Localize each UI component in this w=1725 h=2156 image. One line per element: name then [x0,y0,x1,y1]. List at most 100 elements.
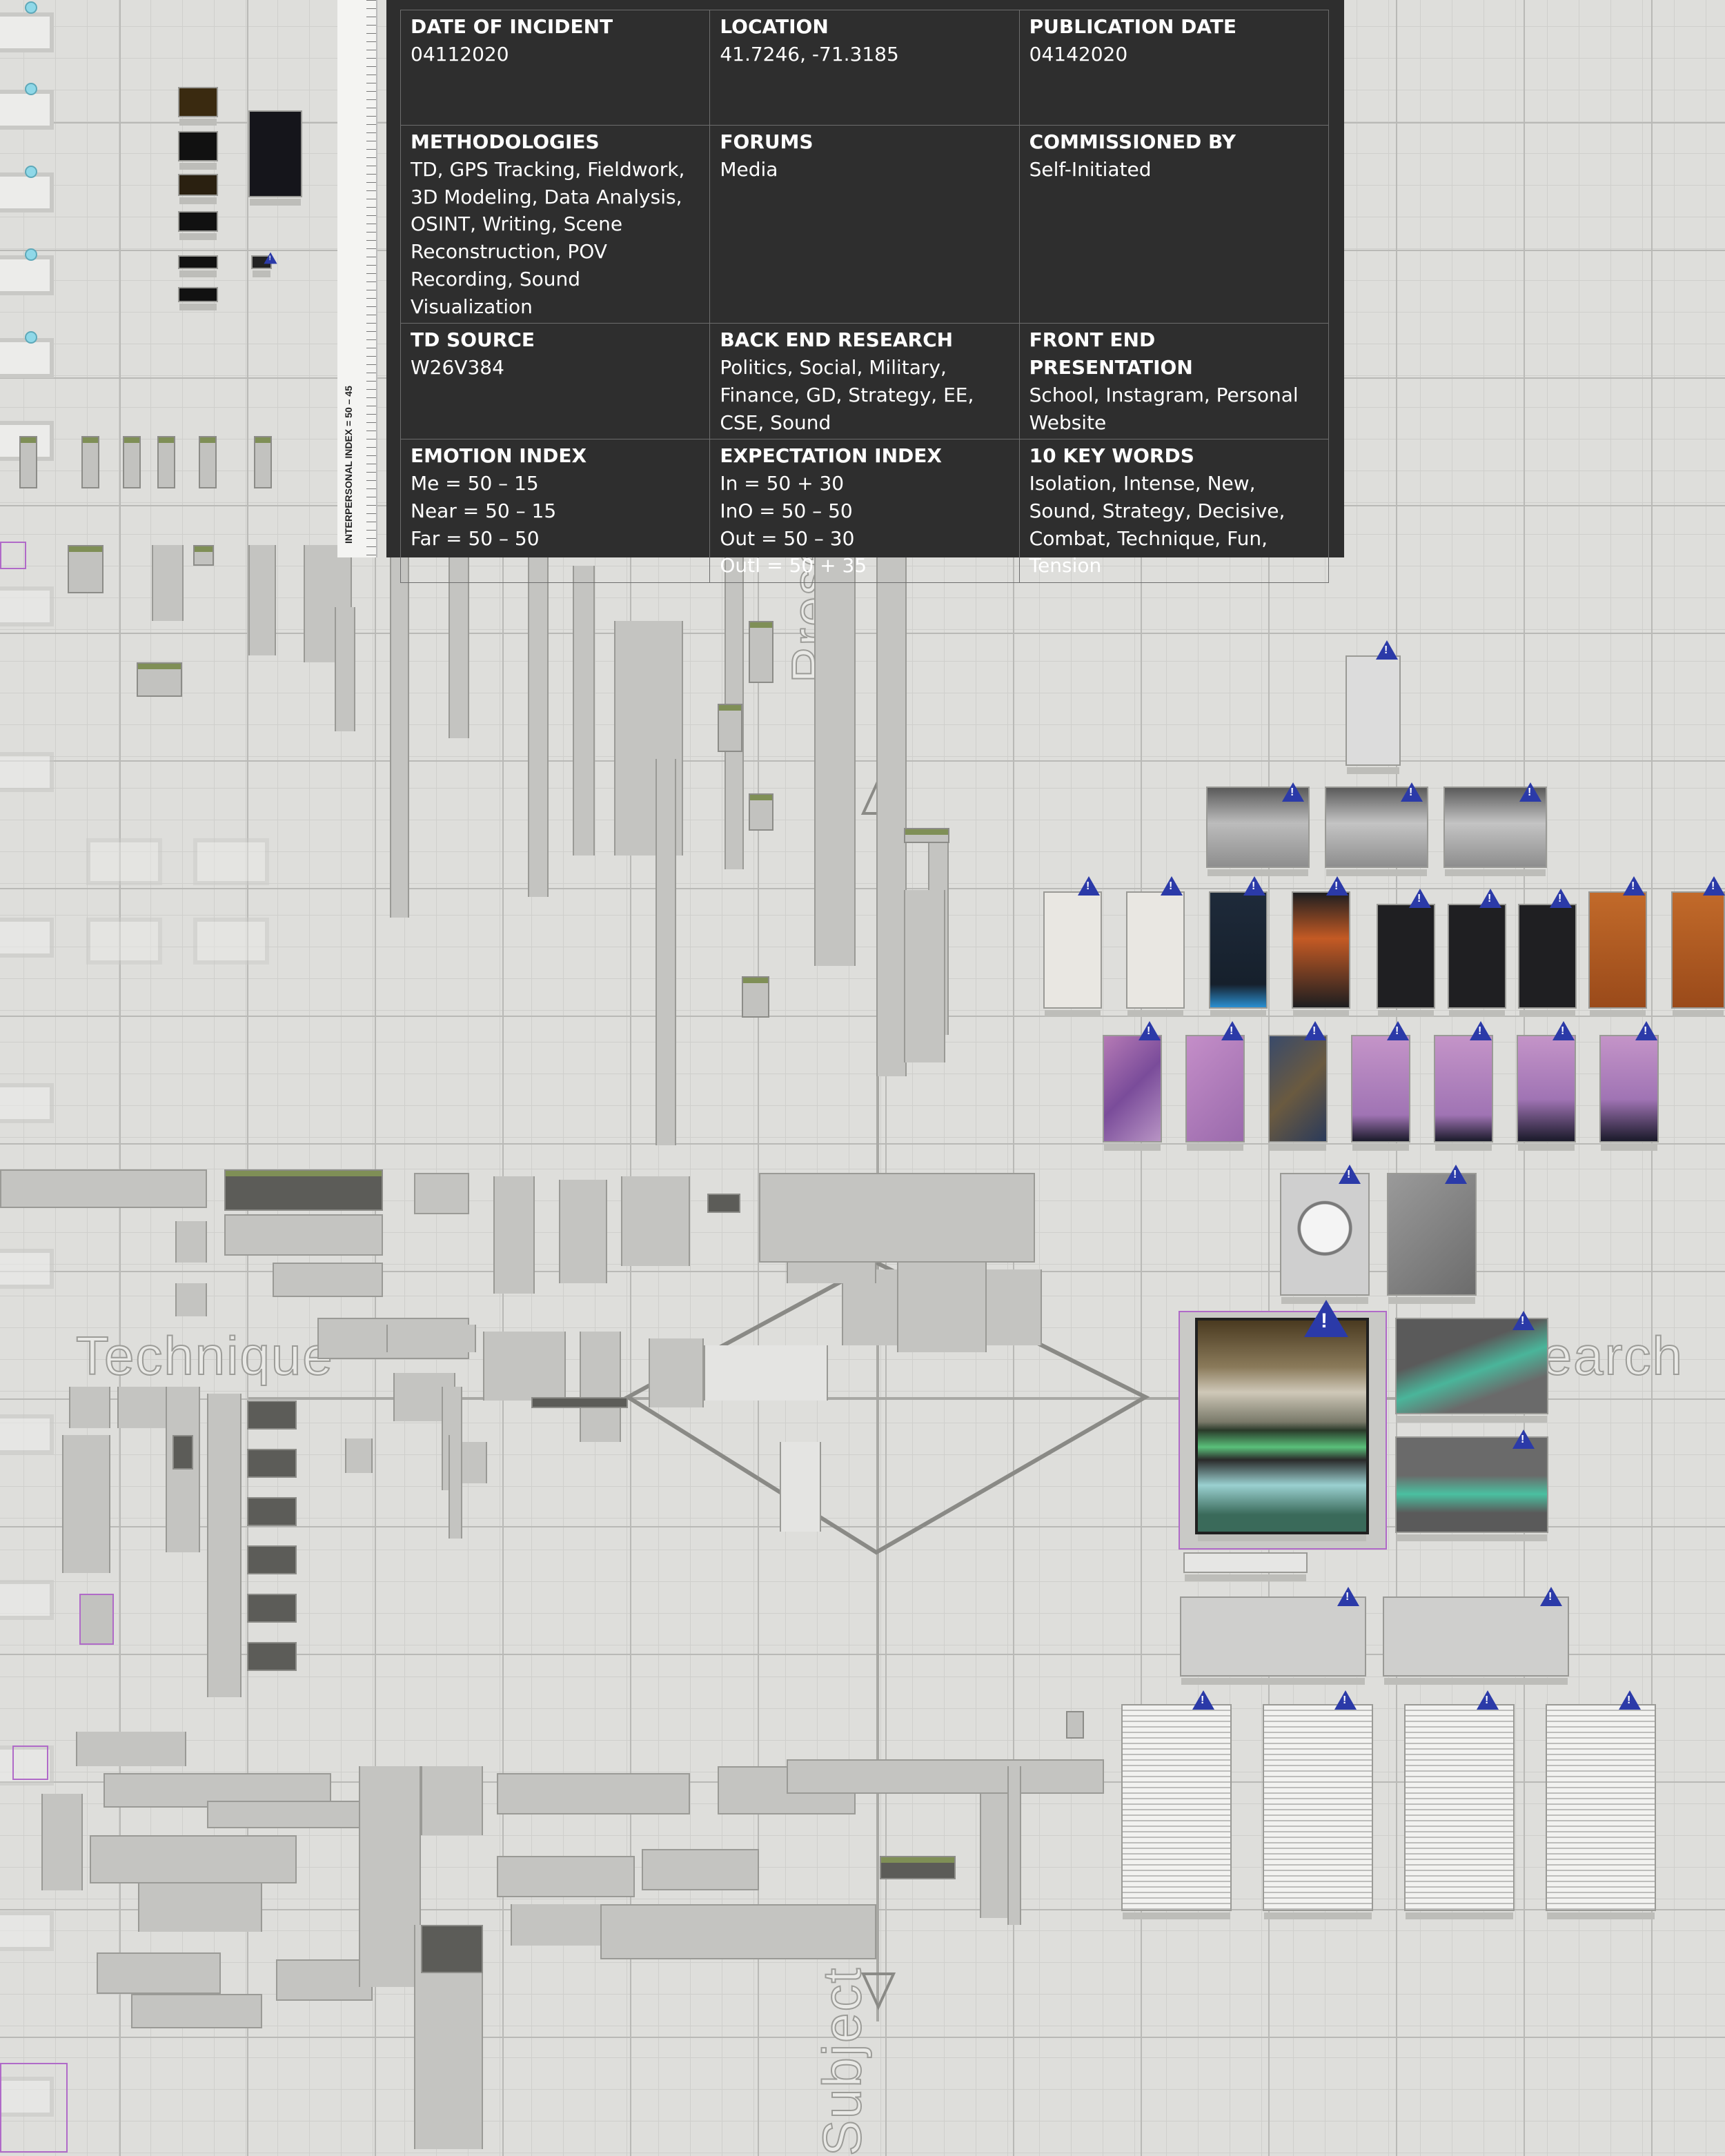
node-box[interactable] [707,1194,740,1213]
node-stack[interactable] [359,1766,421,1987]
node-stack[interactable] [483,1332,566,1401]
warning-triangle-icon[interactable] [1512,1430,1535,1449]
param-slot[interactable] [0,586,54,626]
node-stack[interactable] [175,1221,207,1263]
warning-triangle-icon[interactable] [1409,889,1431,908]
node-stack[interactable] [166,1387,200,1552]
param-slot[interactable] [0,1249,54,1289]
selected-node[interactable] [12,1745,48,1780]
node-stack[interactable] [656,759,676,1145]
node-stack[interactable] [345,1438,373,1473]
warning-triangle-icon[interactable] [1138,1021,1161,1040]
node-stack[interactable] [621,1176,690,1266]
node-stack[interactable] [448,1435,462,1539]
node-row[interactable] [276,1959,373,2001]
node-box[interactable] [19,436,37,488]
screenshot-image[interactable] [1346,655,1401,774]
node-box[interactable] [81,436,99,488]
node-box[interactable] [68,545,103,593]
warning-triangle-icon[interactable] [1192,1690,1214,1710]
node-stack[interactable] [152,545,184,621]
node-row[interactable] [497,1773,690,1814]
warning-triangle-icon[interactable] [1339,1165,1361,1184]
warning-triangle-icon[interactable] [1619,1690,1641,1710]
param-slot[interactable] [0,90,54,130]
param-slot[interactable] [0,12,54,52]
node-box[interactable] [247,1401,297,1430]
warning-triangle-icon[interactable] [1445,1165,1467,1184]
node-stack[interactable] [41,1794,83,1890]
param-slot[interactable] [193,838,269,885]
warning-triangle-icon[interactable] [1337,1587,1359,1606]
node-box[interactable] [749,793,773,831]
node-row[interactable] [787,1759,1104,1794]
node-box[interactable] [1066,1711,1084,1739]
node-stack[interactable] [76,1732,186,1766]
screenshot-image[interactable] [1126,891,1185,1017]
node-box[interactable] [193,545,214,566]
param-slot[interactable] [0,918,54,958]
node-row[interactable] [600,1904,876,1959]
node-box[interactable] [531,1397,628,1408]
node-group[interactable] [704,1345,828,1401]
audio-waveform-node[interactable] [1183,1552,1308,1581]
node-stack[interactable] [390,545,409,918]
node-row[interactable] [131,1994,262,2028]
article-screenshot-image[interactable] [1404,1704,1515,1919]
node-box[interactable] [137,662,182,697]
warning-triangle-icon[interactable] [1282,782,1304,802]
param-slot[interactable] [0,255,54,295]
object-photo-image[interactable] [1387,1173,1477,1304]
node-stack[interactable] [421,1766,483,1835]
thumbnail-image[interactable] [178,87,218,126]
selected-node[interactable] [0,542,26,569]
node-row[interactable] [273,1263,383,1297]
warning-triangle-icon[interactable] [1623,876,1645,896]
warning-triangle-icon[interactable] [1304,1300,1348,1337]
node-stack[interactable] [386,1325,476,1352]
selected-node[interactable] [0,2063,68,2153]
param-slot[interactable] [0,752,54,792]
warning-triangle-icon[interactable] [1540,1587,1562,1606]
warning-triangle-icon[interactable] [1387,1021,1409,1040]
param-slot[interactable] [193,918,269,965]
param-slot[interactable] [0,1580,54,1620]
preview-dot-icon[interactable] [25,166,37,178]
warning-triangle-icon[interactable] [1552,1021,1575,1040]
node-stack[interactable] [248,545,276,655]
map-screenshot-image[interactable] [1434,1035,1493,1151]
node-stack[interactable] [573,566,595,856]
article-screenshot-image[interactable] [1263,1704,1373,1919]
param-slot[interactable] [0,2077,54,2117]
param-slot[interactable] [86,918,162,965]
node-stack[interactable] [207,1394,241,1697]
screenshot-image[interactable] [1383,1596,1569,1685]
warning-triangle-icon[interactable] [1635,1021,1657,1040]
thumbnail-image[interactable] [178,174,218,204]
node-row[interactable] [97,1952,221,1994]
preview-dot-icon[interactable] [25,331,37,344]
node-box[interactable] [199,436,217,488]
node-box[interactable] [247,1642,297,1671]
map-screenshot-image[interactable] [1599,1035,1659,1151]
node-box[interactable] [880,1856,956,1879]
node-box[interactable] [742,976,769,1018]
preview-dot-icon[interactable] [25,1,37,14]
object-photo-image[interactable] [1280,1173,1370,1304]
node-box[interactable] [247,1497,297,1526]
node-stack[interactable] [876,552,907,1076]
param-slot[interactable] [0,1414,54,1454]
node-stack[interactable] [138,1883,262,1932]
article-screenshot-image[interactable] [1546,1704,1656,1919]
node-row[interactable] [224,1214,383,1256]
warning-triangle-icon[interactable] [1512,1311,1535,1330]
warning-triangle-icon[interactable] [1221,1021,1243,1040]
node-row[interactable] [759,1173,1035,1263]
screenshot-image[interactable] [1518,904,1577,1017]
node-group[interactable] [780,1442,821,1532]
node-stack[interactable] [649,1338,704,1407]
node-row[interactable] [207,1801,386,1828]
screenshot-image[interactable] [1043,891,1102,1017]
warning-triangle-icon[interactable] [1703,876,1725,896]
